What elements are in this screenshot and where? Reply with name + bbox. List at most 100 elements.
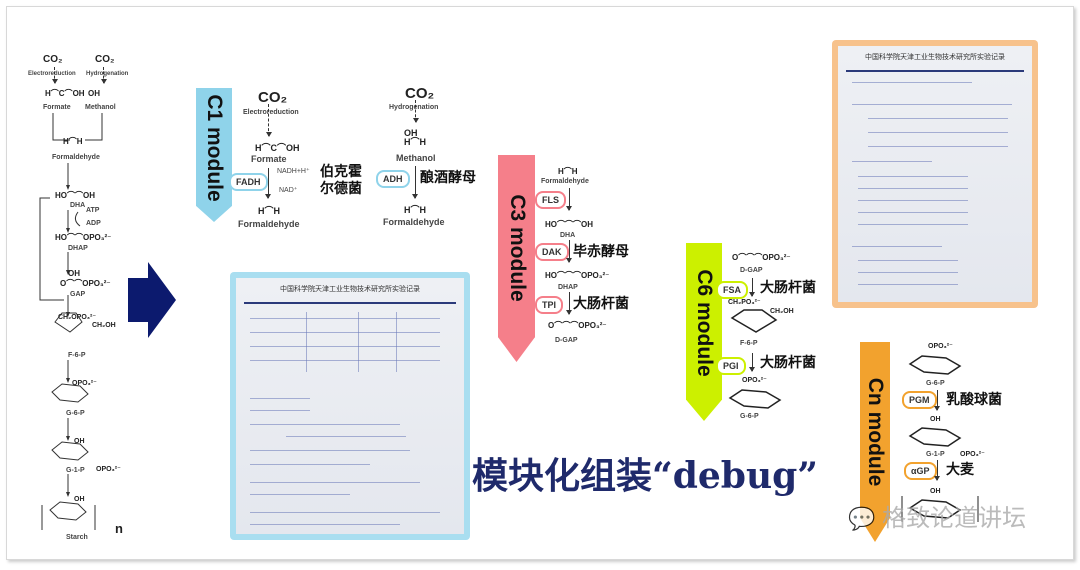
- big-right-arrow-icon: [128, 262, 176, 338]
- starch-unit-icon: [901, 496, 979, 522]
- arrow: [265, 168, 271, 199]
- g6p-opo3: OPO₃²⁻: [742, 377, 767, 384]
- arrow: [934, 390, 940, 411]
- c3-module-banner: C3 module: [498, 155, 535, 362]
- c1-co2: CO₂: [258, 89, 288, 106]
- enzyme-agp: αGP: [904, 462, 937, 480]
- c1-organism: 伯克霍: [320, 164, 362, 180]
- c6-module-banner: C6 module: [686, 243, 722, 421]
- c3-dhap: DHAP: [558, 284, 578, 291]
- g1p-oh: OH: [930, 416, 941, 423]
- c3-formaldehyde: Formaldehyde: [541, 178, 589, 185]
- formate-structure: H⌒C⌒OH: [45, 89, 85, 98]
- enzyme-pgm: PGM: [902, 391, 937, 409]
- watermark: 💬 格致论道讲坛: [848, 507, 1026, 531]
- arrow: [749, 353, 755, 372]
- gap-label: GAP: [70, 291, 86, 298]
- starch-oh: OH: [930, 488, 941, 495]
- polymer-n-label: n: [115, 521, 123, 536]
- c3-organism: 大肠杆菌: [573, 296, 629, 312]
- arrow: [412, 166, 418, 199]
- enzyme-adh: ADH: [376, 170, 410, 188]
- c3-organism: 毕赤酵母: [573, 244, 629, 260]
- c1-formaldehyde: Formaldehyde: [238, 219, 300, 229]
- dhap-structure: HO⌒⌒⌒OPO₃²⁻: [545, 271, 610, 280]
- dha-label: DHA: [70, 202, 86, 209]
- methanol-structure: OH: [88, 89, 100, 98]
- c1-formate: Formate: [251, 154, 287, 164]
- enzyme-fls: FLS: [535, 191, 566, 209]
- g1p-opo3: OPO₃²⁻: [96, 466, 121, 473]
- g6p-opo3: OPO₃²⁻: [928, 343, 953, 350]
- cn-g1p: G-1-P: [926, 451, 945, 458]
- f6p-label: F-6-P: [68, 352, 86, 359]
- arrow: [566, 240, 572, 263]
- c6-f6p: F-6-P: [740, 340, 758, 347]
- arrow: [566, 188, 572, 211]
- formate-structure: H⌒C⌒OH: [255, 143, 300, 153]
- cofactor-nadh: NADH+H⁺: [277, 168, 310, 175]
- arrow: [413, 100, 419, 123]
- cn-organism: 乳酸球菌: [946, 392, 1002, 408]
- c3-dha: DHA: [560, 232, 576, 239]
- arrow: [266, 104, 272, 137]
- adp-label: ADP: [86, 220, 101, 227]
- g1p-opo3: OPO₃²⁻: [960, 451, 985, 458]
- co2-label: CO₂: [95, 54, 115, 65]
- c1-module-banner: C1 module: [196, 88, 232, 222]
- enzyme-tpi: TPI: [535, 296, 564, 314]
- headline: 模块化组装“debug”: [472, 455, 819, 497]
- c6-g6p: G-6-P: [740, 413, 759, 420]
- c6-organism: 大肠杆菌: [760, 280, 816, 296]
- c1-organism: 尔德菌: [320, 181, 362, 197]
- cofactor-nad: NAD⁺: [279, 187, 298, 194]
- electroreduction-label: Electroreduction: [28, 71, 76, 77]
- glucose-ring-icon: [908, 427, 962, 447]
- notebook-header: 中国科学院天津工业生物技术研究所实验记录: [865, 53, 1005, 61]
- gap-structure: O⌒⌒OPO₃²⁻: [60, 279, 111, 288]
- c1-organism-b: 酿酒酵母: [420, 170, 476, 186]
- cn-module-banner: Cn module: [860, 342, 890, 542]
- notebook-page: 中国科学院天津工业生物技术研究所实验记录: [838, 46, 1032, 302]
- f6p-ch2opo3: CH₂OPO₃²⁻: [58, 314, 97, 321]
- glucose-ring-icon: [728, 389, 782, 409]
- arrow: [52, 67, 58, 84]
- hydrogenation-label: Hydrogenation: [86, 71, 129, 77]
- g6p-label: G-6-P: [66, 410, 85, 417]
- f6p-ch2oh: CH₂OH: [92, 322, 116, 329]
- arrow: [101, 67, 107, 84]
- arrow: [749, 278, 755, 297]
- f6p-ch2opo3: CH₂PO₃²⁻: [728, 299, 761, 306]
- c6-organism: 大肠杆菌: [760, 355, 816, 371]
- furanose-ring-icon: [730, 309, 778, 333]
- pathway-connectors: [39, 113, 103, 530]
- notebook-page: 中国科学院天津工业生物技术研究所实验记录: [236, 278, 464, 534]
- g1p-label: G-1-P: [66, 467, 85, 474]
- atp-label: ATP: [86, 207, 100, 214]
- c1-methanol: Methanol: [396, 153, 436, 163]
- g1p-oh: OH: [74, 438, 85, 445]
- dha-structure: HO⌒⌒⌒OH: [545, 220, 593, 229]
- methanol-label: Methanol: [85, 104, 116, 111]
- enzyme-pgi: PGI: [716, 357, 746, 375]
- formaldehyde-structure: H⌒H: [558, 167, 578, 176]
- co2-label: CO₂: [43, 54, 63, 65]
- c1-electroreduction: Electroreduction: [243, 109, 299, 116]
- c3-dgap: D-GAP: [555, 337, 578, 344]
- c1-formaldehyde-b: Formaldehyde: [383, 217, 445, 227]
- enzyme-fadh: FADH: [229, 173, 268, 191]
- formate-label: Formate: [43, 104, 71, 111]
- notebook-rule: [244, 302, 456, 304]
- notebook-header: 中国科学院天津工业生物技术研究所实验记录: [280, 285, 420, 293]
- f6p-ch2oh: CH₂OH: [770, 308, 794, 315]
- slide-frame: [6, 6, 1074, 560]
- formaldehyde-structure: H⌒H: [258, 206, 280, 216]
- dhap-structure: HO⌒⌒OPO₃²⁻: [55, 233, 112, 242]
- arrow: [934, 460, 940, 481]
- watermark-text: 格致论道讲坛: [882, 505, 1027, 532]
- glucose-ring-icon: [908, 355, 962, 375]
- g6p-opo3: OPO₃²⁻: [72, 380, 97, 387]
- cn-g6p: G-6-P: [926, 380, 945, 387]
- c1-hydrogenation: Hydrogenation: [389, 104, 439, 111]
